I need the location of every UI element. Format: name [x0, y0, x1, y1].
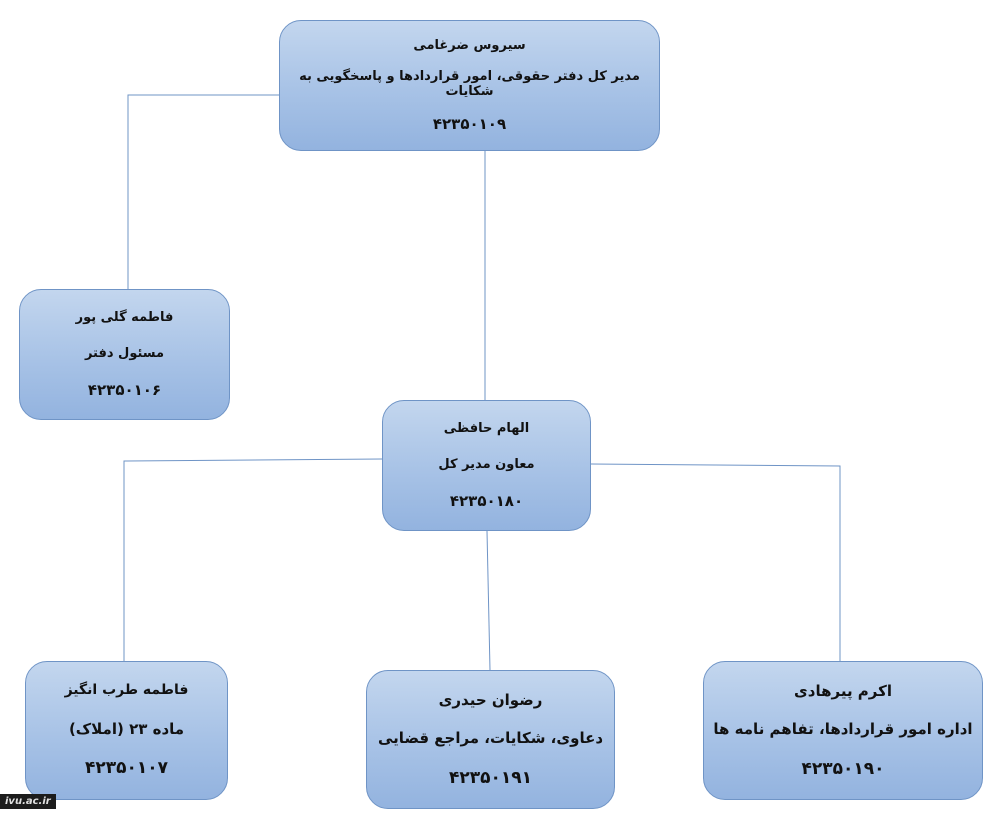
node-phone: ۴۲۳۵۰۱۰۶	[87, 381, 162, 400]
node-phone: ۴۲۳۵۰۱۹۰	[801, 758, 885, 779]
node-name: الهام حافظی	[443, 420, 530, 436]
node-title: معاون مدیر کل	[438, 456, 535, 472]
connector-n3-n5	[486, 530, 491, 671]
node-title: ماده ۲۳ (املاک)	[68, 719, 185, 738]
node-title: دعاوی، شکایات، مراجع قضایی	[378, 729, 604, 748]
watermark-badge: ivu.ac.ir	[0, 794, 56, 809]
org-node-article-23: فاطمه طرب انگیز ماده ۲۳ (املاک) ۴۲۳۵۰۱۰۷	[25, 661, 228, 800]
connector-n1-n2	[127, 94, 279, 289]
org-node-contracts: اکرم پیرهادی اداره امور قراردادها، تفاهم…	[703, 661, 983, 800]
node-phone: ۴۲۳۵۰۱۰۹	[432, 114, 507, 133]
connector-n3-n6	[590, 463, 841, 661]
node-title: اداره امور قراردادها، تفاهم نامه ها	[713, 720, 973, 739]
node-name: سیروس ضرغامی	[413, 38, 526, 54]
connector-n3-n4	[123, 458, 383, 661]
node-title: مدیر کل دفتر حقوقی، امور قراردادها و پاس…	[299, 68, 640, 100]
org-node-general-director: سیروس ضرغامی مدیر کل دفتر حقوقی، امور قر…	[279, 20, 660, 151]
node-phone: ۴۲۳۵۰۱۹۱	[449, 767, 533, 788]
node-phone: ۴۲۳۵۰۱۰۷	[85, 758, 169, 779]
org-node-litigation: رضوان حیدری دعاوی، شکایات، مراجع قضایی ۴…	[366, 670, 615, 809]
org-node-deputy-director: الهام حافظی معاون مدیر کل ۴۲۳۵۰۱۸۰	[382, 400, 591, 531]
node-phone: ۴۲۳۵۰۱۸۰	[449, 492, 524, 511]
node-name: فاطمه گلی پور	[75, 309, 174, 325]
org-node-office-manager: فاطمه گلی پور مسئول دفتر ۴۲۳۵۰۱۰۶	[19, 289, 230, 420]
node-name: رضوان حیدری	[438, 691, 543, 710]
node-name: فاطمه طرب انگیز	[64, 682, 189, 699]
node-name: اکرم پیرهادی	[794, 682, 892, 701]
node-title: مسئول دفتر	[84, 345, 165, 361]
